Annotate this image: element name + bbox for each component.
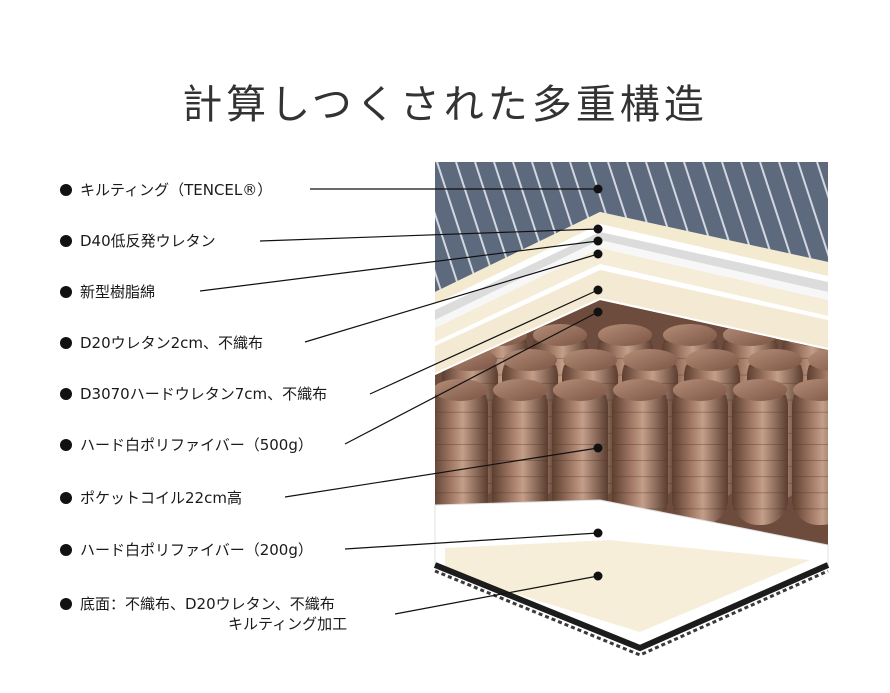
layer-label-continuation: キルティング加工 [228,615,348,633]
bullet-icon [60,439,72,451]
coil [612,379,668,525]
leader-line [259,228,599,242]
layer-label-text: D40低反発ウレタン [80,232,216,250]
bullet-icon [60,544,72,556]
bullet-icon [60,286,72,298]
layer-label-resin-cotton: 新型樹脂綿 [60,282,155,302]
leader-dot [593,249,603,259]
quilt-stripe [855,162,890,300]
quilt-stripe [435,162,464,301]
quilt-stripe [874,162,890,300]
coil [732,379,788,525]
pocket-coils [435,300,828,545]
layer-label-pocket-coil: ポケットコイル22cm高 [60,488,242,508]
coil [792,379,828,525]
foam-layers [435,212,828,380]
layer-label-text: ハード白ポリファイバー（500g） [80,436,313,454]
leader-dot [593,285,603,295]
leader-line [304,253,599,343]
leader-dot [593,224,603,234]
quilt-stripe [836,162,881,300]
layer-label-text: キルティング（TENCEL®） [80,181,273,199]
leader-lines [199,184,603,615]
leader-dot [593,184,603,194]
layer-label-text: 新型樹脂綿 [80,283,156,301]
layer-label-text: 底面：不織布、D20ウレタン、不織布 [80,595,335,613]
layer-label-fiber-200g: ハード白ポリファイバー（200g） [60,540,313,560]
layer-label-d20-foam: D20ウレタン2cm、不織布 [60,333,263,353]
bullet-icon [60,492,72,504]
leader-dot [593,307,603,317]
quilt-stripe [797,162,828,301]
leader-dot [593,443,603,453]
layer-label-quilting: キルティング（TENCEL®） [60,180,272,200]
leader-line [369,289,599,395]
layer-label-text: D20ウレタン2cm、不織布 [80,334,264,352]
layer-label-d3070-foam: D3070ハードウレタン7cm、不織布 [60,384,327,404]
leader-dot [593,236,603,246]
coil [672,379,728,525]
leader-line [199,240,599,292]
coil [435,379,488,525]
quilt-stripe [435,162,445,301]
leader-dot [593,571,603,581]
leader-line [394,575,599,615]
layer-label-text: ポケットコイル22cm高 [80,489,242,507]
bullet-icon [60,598,72,610]
leader-line [284,447,599,498]
bullet-icon [60,235,72,247]
coil [492,379,548,525]
layer-label-text: ハード白ポリファイバー（200g） [80,541,313,559]
leader-dot [593,528,603,538]
page-title: 計算しつくされた多重構造 [182,82,708,128]
layer-label-text: D3070ハードウレタン7cm、不織布 [80,385,328,403]
bullet-icon [60,184,72,196]
layer-label-bottom: 底面：不織布、D20ウレタン、不織布キルティング加工 [60,594,347,634]
quilt-stripe [380,162,425,300]
quilt-stripe [816,162,828,301]
leader-line [344,311,599,445]
bullet-icon [60,388,72,400]
leader-line [344,532,599,550]
layer-label-d40-foam: D40低反発ウレタン [60,231,216,251]
layer-label-fiber-500g: ハード白ポリファイバー（500g） [60,435,313,455]
bullet-icon [60,337,72,349]
